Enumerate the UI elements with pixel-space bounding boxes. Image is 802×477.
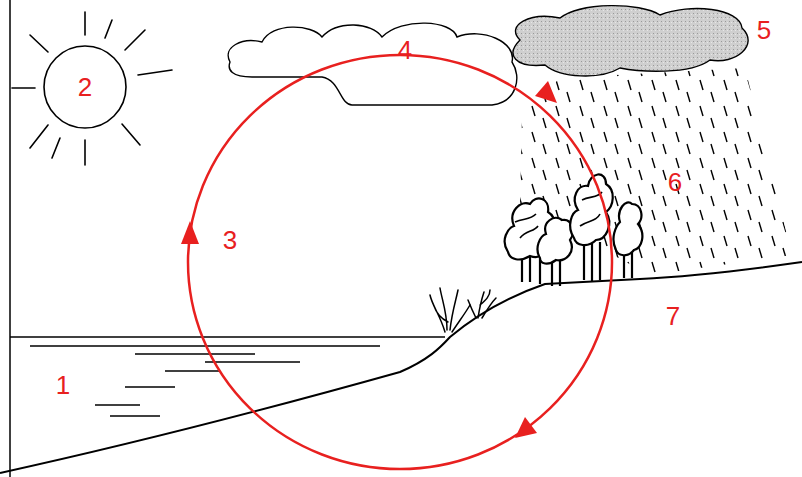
water-ripple: [110, 415, 160, 416]
arrow-head: [535, 81, 557, 103]
sun-ray: [30, 35, 48, 52]
sun-ray: [125, 30, 145, 50]
callout-number: 2: [78, 74, 92, 100]
callout-number: 3: [223, 227, 237, 253]
callout-number: 7: [666, 303, 680, 329]
tree-crown: [570, 174, 613, 245]
callout-number: 1: [56, 372, 70, 398]
tree-crown: [613, 202, 642, 255]
arrow-head: [181, 221, 199, 244]
sun-ray: [84, 12, 86, 35]
sun-ray: [84, 140, 86, 165]
water-ripple: [125, 386, 175, 387]
tree-crown: [538, 218, 573, 264]
sun-ray: [138, 70, 172, 75]
water-ripple: [205, 361, 300, 362]
sun-ray: [122, 124, 140, 145]
shrub: [430, 288, 470, 332]
arrow-head: [515, 417, 537, 438]
shrub: [468, 290, 496, 318]
water-ripple: [165, 370, 220, 371]
callout-number: 4: [398, 37, 412, 63]
callout-number: 6: [668, 169, 682, 195]
sun-ray: [30, 125, 48, 148]
cloud-outline: [228, 23, 517, 105]
trees: [505, 174, 643, 286]
cloud-outline: [222, 12, 522, 112]
water-ripple: [135, 353, 255, 354]
callout-number: 5: [757, 17, 771, 43]
ground-line: [0, 262, 802, 473]
shrubs: [430, 288, 496, 332]
tree-crown-detail: [515, 214, 538, 238]
sun-rays: [12, 12, 172, 165]
sun-circle: 2: [43, 45, 127, 129]
cycle-circle: [188, 55, 612, 469]
sun-ray: [52, 138, 60, 158]
rain-cloud: [513, 6, 748, 76]
water-surface: [10, 336, 445, 338]
tree-crown-detail: [580, 192, 602, 226]
sun-ray: [12, 87, 35, 89]
cloud: 4: [222, 12, 522, 112]
water-ripples: [30, 346, 380, 416]
rain: [500, 60, 802, 290]
water-ripple: [30, 345, 380, 346]
water-ripple: [95, 404, 140, 405]
frame-line: [9, 0, 11, 477]
sun-disc: [44, 46, 126, 128]
sun-ray: [105, 20, 112, 38]
